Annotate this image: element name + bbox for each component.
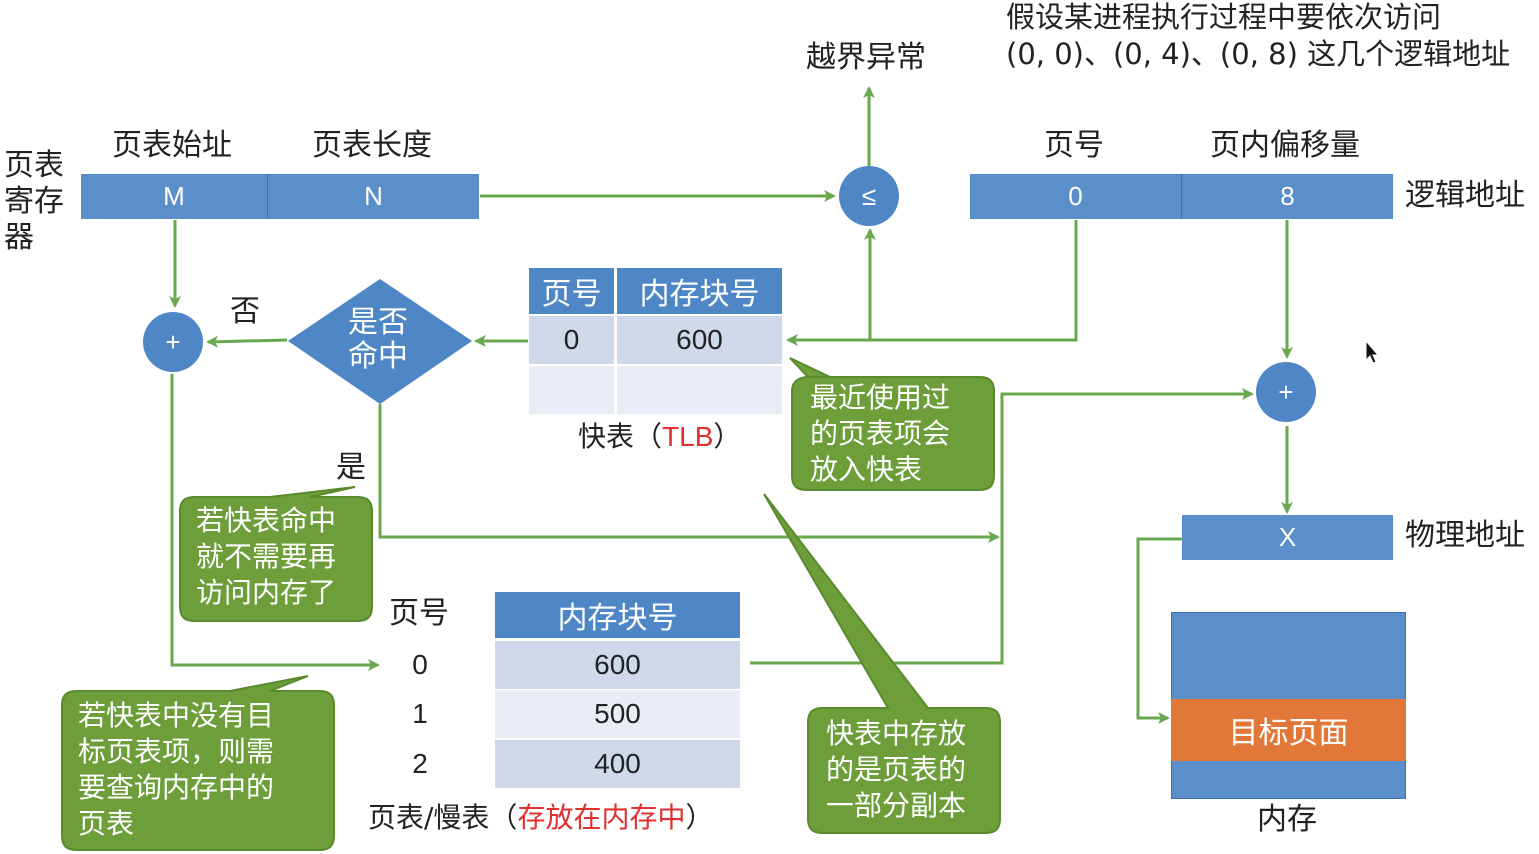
logical-offset-header: 页内偏移量: [1210, 128, 1360, 163]
pt-caption-pre: 页表/慢表（: [368, 801, 518, 834]
callout-miss-text: 若快表中没有目 标页表项，则需 要查询内存中的 页表: [78, 699, 275, 840]
note-line-1: 假设某进程执行过程中要依次访问: [1006, 0, 1442, 34]
ptr-length-header: 页表长度: [312, 128, 432, 163]
callout-miss-shape: [61, 675, 335, 851]
callout-recent-text: 最近使用过 的页表项会 放入快表: [810, 381, 951, 486]
decision-label: 是否 命中: [348, 305, 408, 374]
cursor-icon: [1365, 339, 1380, 364]
out-of-bounds-label: 越界异常: [806, 40, 926, 75]
pt-header-block: 内存块号: [495, 592, 740, 638]
callout-copy-shape: [763, 493, 1001, 834]
note-line-2: (0, 0)、(0, 4)、(0, 8) 这几个逻辑地址: [1006, 37, 1511, 71]
compare-circle: ≤: [839, 166, 899, 226]
pt-row-2-block: 400: [495, 740, 740, 788]
tlb-caption: 快表（TLB）: [578, 420, 741, 454]
pt-caption: 页表/慢表（存放在内存中）: [368, 801, 713, 835]
tlb-row-0-page: 0: [529, 316, 614, 364]
pt-caption-post: ）: [685, 801, 714, 834]
physical-address-value: X: [1182, 515, 1393, 560]
tlb-caption-pre: 快表（: [578, 420, 663, 453]
callout-hit-text: 若快表命中 就不需要再 访问内存了: [196, 504, 337, 609]
tlb-caption-red: TLB: [662, 421, 714, 452]
tlb-header-block: 内存块号: [617, 268, 782, 314]
callout-recent-shape: [789, 357, 995, 491]
tlb-row-1-page: [529, 366, 614, 414]
pt-row-0-page: 0: [412, 649, 428, 680]
pt-caption-red: 存放在内存中: [517, 801, 686, 834]
pt-row-2-page: 2: [412, 748, 428, 779]
pt-row-1-block: 500: [495, 690, 740, 738]
ptr-start-header: 页表始址: [112, 128, 232, 163]
callout-hit-shape: [179, 486, 373, 622]
physical-address-label: 物理地址: [1405, 518, 1525, 553]
pt-row-1-page: 1: [412, 698, 428, 729]
memory-target-page: 目标页面: [1171, 699, 1406, 761]
tlb-row-1-block: [617, 366, 782, 414]
tlb-header-page: 页号: [529, 268, 614, 314]
memory-label: 内存: [1257, 802, 1317, 837]
yes-label: 是: [336, 450, 366, 485]
pt-row-0-block: 600: [495, 641, 740, 689]
plus-circle-left: +: [143, 312, 203, 372]
tlb-row-0-block: 600: [617, 316, 782, 364]
plus-circle-right: +: [1256, 362, 1316, 422]
logical-page-header: 页号: [1044, 128, 1104, 163]
ptr-length-value: N: [268, 174, 479, 219]
logical-offset-value: 8: [1182, 174, 1393, 219]
no-label: 否: [230, 294, 260, 329]
ptr-start-value: M: [81, 174, 268, 219]
decision-diamond-shape: [288, 279, 472, 404]
logical-address-label: 逻辑地址: [1405, 178, 1525, 213]
logical-page-value: 0: [970, 174, 1182, 219]
callout-copy-text: 快表中存放 的是页表的 一部分副本: [826, 717, 967, 822]
pt-header-page: 页号: [389, 596, 449, 631]
tlb-caption-post: ）: [713, 420, 742, 453]
ptr-label: 页表 寄存 器: [4, 148, 64, 255]
